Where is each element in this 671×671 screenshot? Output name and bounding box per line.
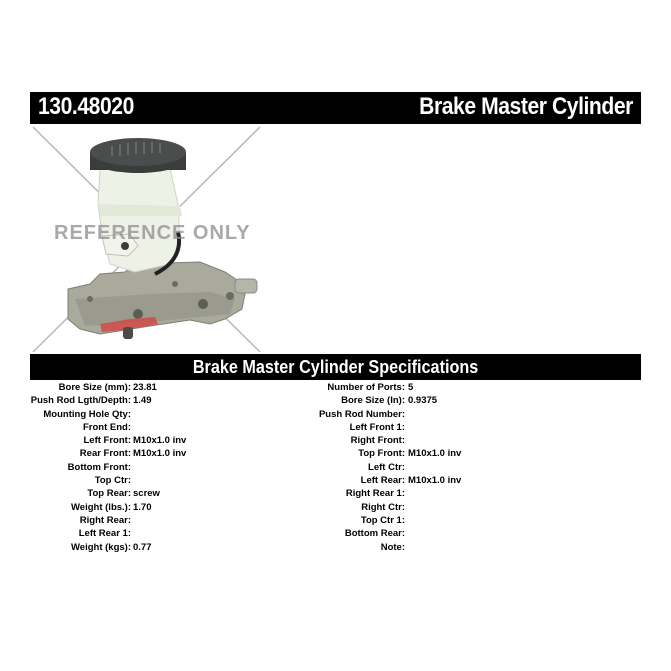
spec-label: Number of Ports: <box>327 382 405 393</box>
spec-row: Note: <box>0 541 405 554</box>
spec-label: Left Rear 1: <box>78 528 131 540</box>
spec-value: M10x1.0 inv <box>133 435 187 447</box>
spec-label: Push Rod Number: <box>318 408 405 420</box>
spec-row: Left Ctr: <box>0 461 405 474</box>
spec-value: screw <box>133 488 160 500</box>
title-bar: 130.48020 Brake Master Cylinder <box>30 92 641 124</box>
spec-row: Front End: <box>0 421 131 434</box>
spec-row: Bore Size (mm):23.81 <box>0 381 157 394</box>
spec-row: Number of Ports:5 <box>0 381 413 394</box>
spec-label: Right Front: <box>350 435 405 447</box>
spec-label: Bottom Front: <box>67 461 131 473</box>
spec-value: M10x1.0 inv <box>133 448 187 460</box>
spec-row: Right Rear: <box>0 514 131 527</box>
part-number: 130.48020 <box>38 93 134 120</box>
spec-row: Weight (kgs):0.77 <box>0 541 152 554</box>
spec-value: M10x1.0 inv <box>408 475 462 487</box>
spec-row: Left Front:M10x1.0 inv <box>0 434 187 447</box>
product-image: REFERENCE ONLY <box>30 124 270 354</box>
spec-value: M10x1.0 inv <box>408 448 462 460</box>
spec-row: Left Rear:M10x1.0 inv <box>0 474 462 487</box>
spec-value: 23.81 <box>133 382 157 393</box>
spec-row: Left Rear 1: <box>0 527 131 540</box>
spec-row: Left Front 1: <box>0 421 405 434</box>
spec-row: Right Ctr: <box>0 501 405 514</box>
spec-row: Rear Front:M10x1.0 inv <box>0 447 187 460</box>
spec-label: Left Front: <box>83 435 132 447</box>
spec-label: Bore Size (mm): <box>58 382 131 393</box>
spec-value: 0.77 <box>133 541 152 553</box>
spec-row: Right Rear 1: <box>0 487 405 500</box>
spec-label: Bottom Rear: <box>344 528 405 540</box>
specs-title-bar: Brake Master Cylinder Specifications <box>30 354 641 380</box>
spec-row: Top Rear:screw <box>0 487 160 500</box>
reference-only-watermark: REFERENCE ONLY <box>54 222 251 244</box>
spec-label: Bore Size (In): <box>341 395 405 407</box>
spec-label: Right Ctr: <box>361 501 405 513</box>
spec-label: Top Front: <box>358 448 405 460</box>
spec-row: Bore Size (In):0.9375 <box>0 394 437 407</box>
spec-label: Right Rear 1: <box>345 488 405 500</box>
part-name: Brake Master Cylinder <box>419 93 633 120</box>
spec-value: 1.70 <box>133 501 152 513</box>
spec-value: 1.49 <box>133 395 152 407</box>
spec-row: Weight (lbs.):1.70 <box>0 501 151 514</box>
spec-row: Top Front:M10x1.0 inv <box>0 447 461 460</box>
spec-label: Weight (lbs.): <box>71 501 131 513</box>
spec-label: Mounting Hole Qty: <box>43 408 131 420</box>
spec-label: Left Rear: <box>360 475 405 487</box>
specs-left-column: Bore Size (mm):23.81 Push Rod Lgth/Depth… <box>0 381 187 554</box>
spec-row: Top Ctr 1: <box>0 514 405 527</box>
spec-label: Left Front 1: <box>349 421 405 433</box>
spec-row: Top Ctr: <box>0 474 131 487</box>
specs-title: Brake Master Cylinder Specifications <box>192 357 479 377</box>
spec-label: Front End: <box>82 421 131 433</box>
spec-label: Right Rear: <box>79 514 131 526</box>
spec-row: Mounting Hole Qty: <box>0 408 131 421</box>
spec-row: Push Rod Number: <box>0 408 405 421</box>
spec-value: 0.9375 <box>408 395 438 407</box>
spec-row: Bottom Rear: <box>0 527 405 540</box>
spec-value: 5 <box>408 382 414 393</box>
spec-label: Rear Front: <box>79 448 131 460</box>
spec-label: Top Ctr 1: <box>360 514 405 526</box>
spec-row: Push Rod Lgth/Depth:1.49 <box>0 394 152 407</box>
brake-master-cylinder-illustration <box>32 126 261 353</box>
spec-label: Left Ctr: <box>368 461 405 473</box>
specs-right-column: Number of Ports:5 Bore Size (In):0.9375 … <box>0 381 462 554</box>
spec-label: Push Rod Lgth/Depth: <box>30 395 131 407</box>
spec-label: Note: <box>380 541 405 553</box>
spec-row: Bottom Front: <box>0 461 131 474</box>
spec-label: Top Rear: <box>87 488 131 500</box>
spec-row: Right Front: <box>0 434 405 447</box>
spec-label: Top Ctr: <box>94 475 131 487</box>
spec-label: Weight (kgs): <box>71 541 131 553</box>
